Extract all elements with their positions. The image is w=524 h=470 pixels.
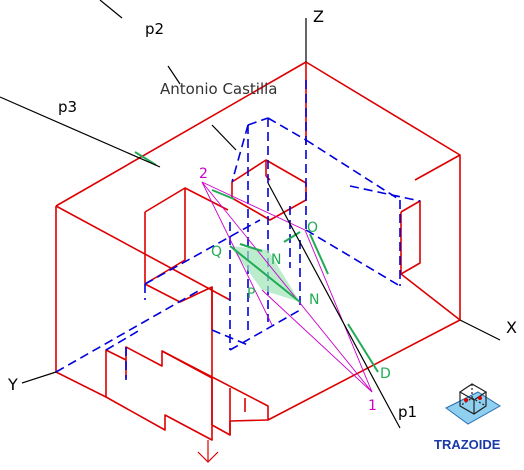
trace-lines xyxy=(134,151,379,373)
x-axis-line xyxy=(459,319,501,341)
point-p-label: P xyxy=(247,286,255,302)
axis-y-label: Y xyxy=(7,375,18,394)
bottom-arrow-marker xyxy=(197,440,219,463)
line-p1-label: p1 xyxy=(398,403,417,421)
point-1-label: 1 xyxy=(368,398,377,414)
point-2-label: 2 xyxy=(199,166,208,182)
hidden-edges xyxy=(55,80,421,380)
p3-line xyxy=(0,96,161,168)
point-d-label: D xyxy=(380,366,391,382)
logo-text: TRAZOIDE xyxy=(434,437,501,452)
point-n-upper-label: N xyxy=(271,252,281,268)
p2-leader xyxy=(167,65,181,85)
point-q-label: Q xyxy=(211,244,222,260)
p2-line xyxy=(99,0,123,19)
line-p3-label: p3 xyxy=(58,98,77,116)
black-lines xyxy=(0,0,501,429)
axis-x-label: X xyxy=(506,318,517,337)
y-axis-line xyxy=(21,371,57,384)
trazoide-logo: TRAZOIDE xyxy=(434,383,501,452)
cube-logo-icon xyxy=(445,383,501,425)
p2-continue xyxy=(211,124,237,151)
author-label: Antonio Castilla xyxy=(160,80,278,98)
point-origin-label: O xyxy=(307,220,318,236)
point-n-lower-label: N xyxy=(309,292,319,308)
axis-z-label: Z xyxy=(313,7,324,26)
line-p2-label: p2 xyxy=(145,20,164,38)
p1-line xyxy=(267,182,401,429)
construction-lines xyxy=(201,181,373,393)
